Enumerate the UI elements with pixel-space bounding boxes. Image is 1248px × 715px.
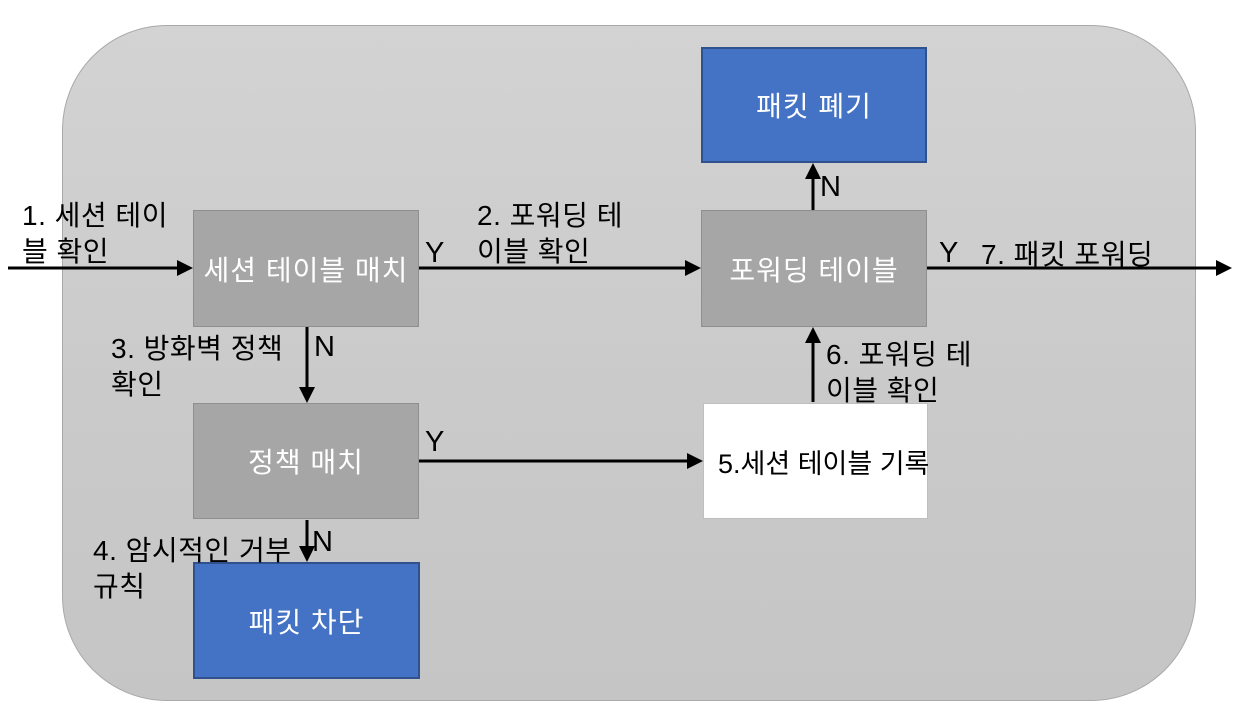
label-yes-session: Y	[425, 237, 445, 269]
label-step1: 1. 세션 테이 블 확인	[22, 200, 168, 267]
node-packet-discard: 패킷 폐기	[701, 47, 927, 163]
node-policy-match: 정책 매치	[193, 403, 419, 519]
label-no-session: N	[314, 331, 335, 363]
node-packet-block: 패킷 차단	[193, 562, 420, 679]
label-no-forwarding: N	[820, 171, 841, 203]
node-session-table-record: 5.세션 테이블 기록	[703, 403, 929, 519]
label-step3: 3. 방화벽 정책 확인	[111, 333, 284, 400]
label-step2: 2. 포워딩 테 이블 확인	[477, 200, 623, 267]
label-step4: 4. 암시적인 거부 규칙	[93, 535, 292, 602]
label-yes-policy: Y	[425, 426, 445, 458]
label-yes-forwarding: Y	[939, 237, 959, 269]
node-forwarding-table: 포워딩 테이블	[701, 210, 927, 327]
label-step6: 6. 포워딩 테 이블 확인	[826, 339, 972, 406]
label-no-policy: N	[312, 526, 333, 558]
node-session-table-match: 세션 테이블 매치	[193, 210, 419, 327]
label-step7: 7. 패킷 포워딩	[981, 239, 1154, 270]
